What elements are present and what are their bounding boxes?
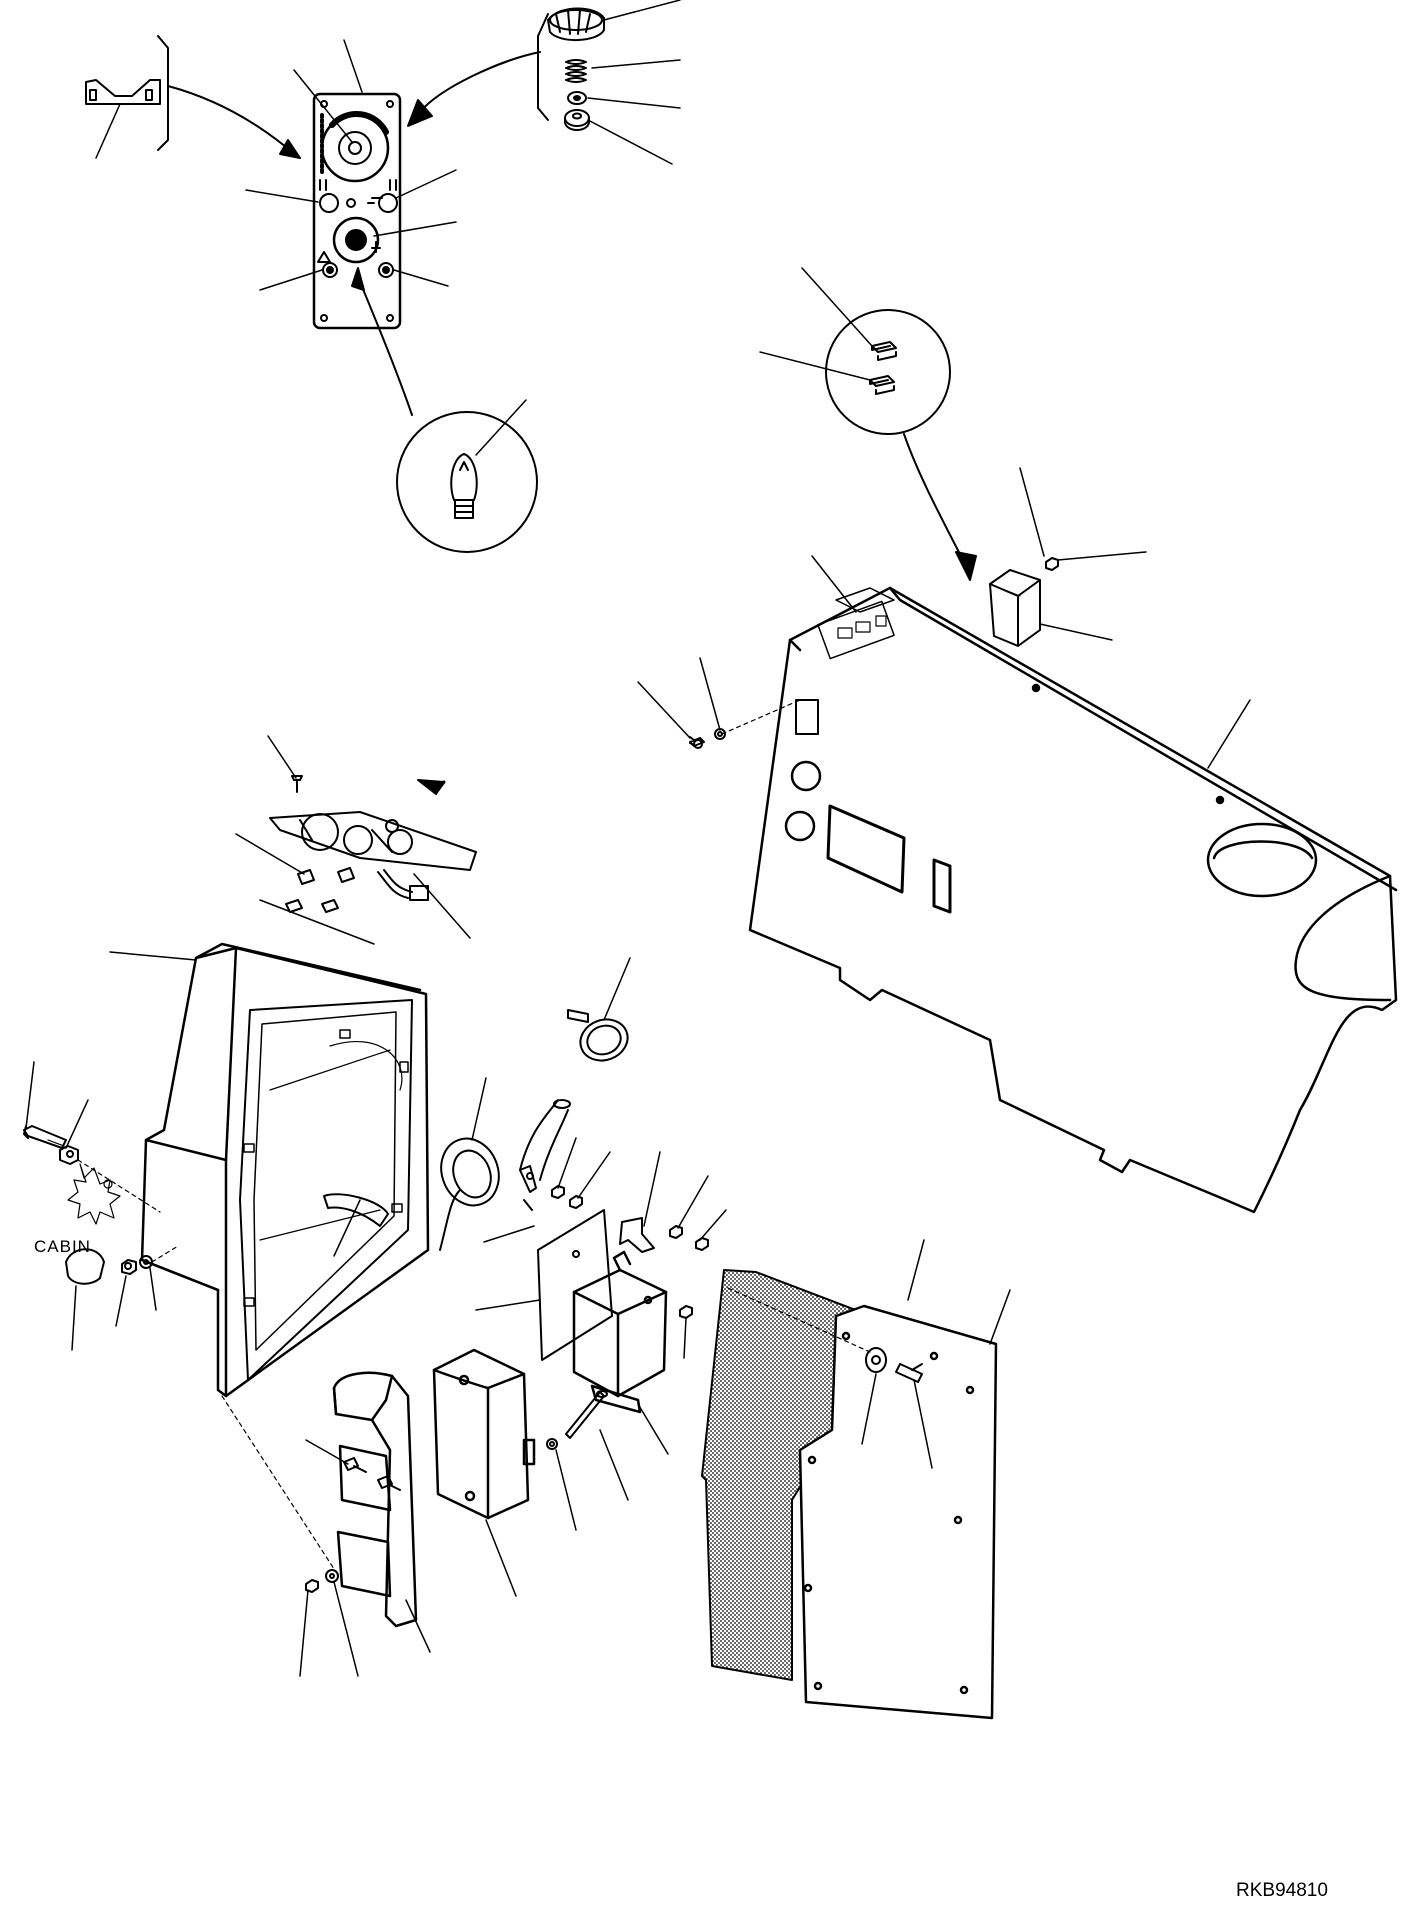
bolt-washer-part	[546, 1438, 558, 1450]
cover-nut-part	[1045, 557, 1059, 571]
frame-bolts	[243, 1029, 409, 1307]
large-side-cover	[748, 586, 1398, 1214]
cabin-mount-washer	[59, 1145, 79, 1165]
cover-switch-part	[989, 569, 1041, 647]
long-bolt-part	[565, 1390, 608, 1439]
bottom-nut-part	[305, 1579, 319, 1593]
hose-clamp-part	[567, 1009, 629, 1062]
bottom-washer-part	[325, 1569, 339, 1583]
top-gasket-plate	[269, 811, 477, 871]
module-nut-part	[679, 1305, 693, 1319]
grommet-part	[440, 1137, 500, 1207]
drawing-number-label: RKB94810	[1236, 1880, 1328, 1901]
cabin-callout-label: CABIN	[34, 1237, 91, 1256]
cap-part	[65, 1248, 105, 1285]
frame-strap	[323, 1193, 389, 1227]
leader-lines-left	[25, 735, 1011, 1677]
control-module	[572, 1250, 668, 1414]
box-frame	[140, 942, 430, 1398]
leader-lines-right	[637, 467, 1251, 769]
mid-bracket-part	[519, 1165, 537, 1211]
relay-housing	[432, 1348, 536, 1520]
control-panel-plate	[312, 92, 402, 330]
cover-panel	[798, 1304, 998, 1720]
back-plate	[537, 1209, 613, 1361]
cabin-mount-bolt	[23, 1125, 67, 1149]
top-screw-part	[291, 775, 303, 793]
cover-panel-bolt	[865, 1347, 923, 1383]
cap-nut-part	[121, 1259, 137, 1275]
leader-lines-top	[95, 0, 681, 456]
washer-small-part	[567, 91, 587, 105]
mounting-bracket	[332, 1371, 418, 1628]
bracket-studs	[343, 1457, 401, 1491]
bulb-detail-circle	[396, 411, 538, 553]
knob-part	[547, 7, 605, 42]
mid-clip-bracket	[619, 1217, 655, 1253]
washer-large-part	[564, 109, 590, 131]
hose-part	[439, 1099, 571, 1251]
cable-clip-parts	[285, 867, 355, 913]
cabin-mount-flange	[67, 1163, 121, 1225]
cover-screw-part	[689, 736, 705, 749]
wiring-connector-part	[377, 869, 429, 901]
clip-detail-circle	[825, 309, 951, 435]
spring-part	[565, 59, 587, 83]
switch-bracket-part	[85, 79, 161, 105]
